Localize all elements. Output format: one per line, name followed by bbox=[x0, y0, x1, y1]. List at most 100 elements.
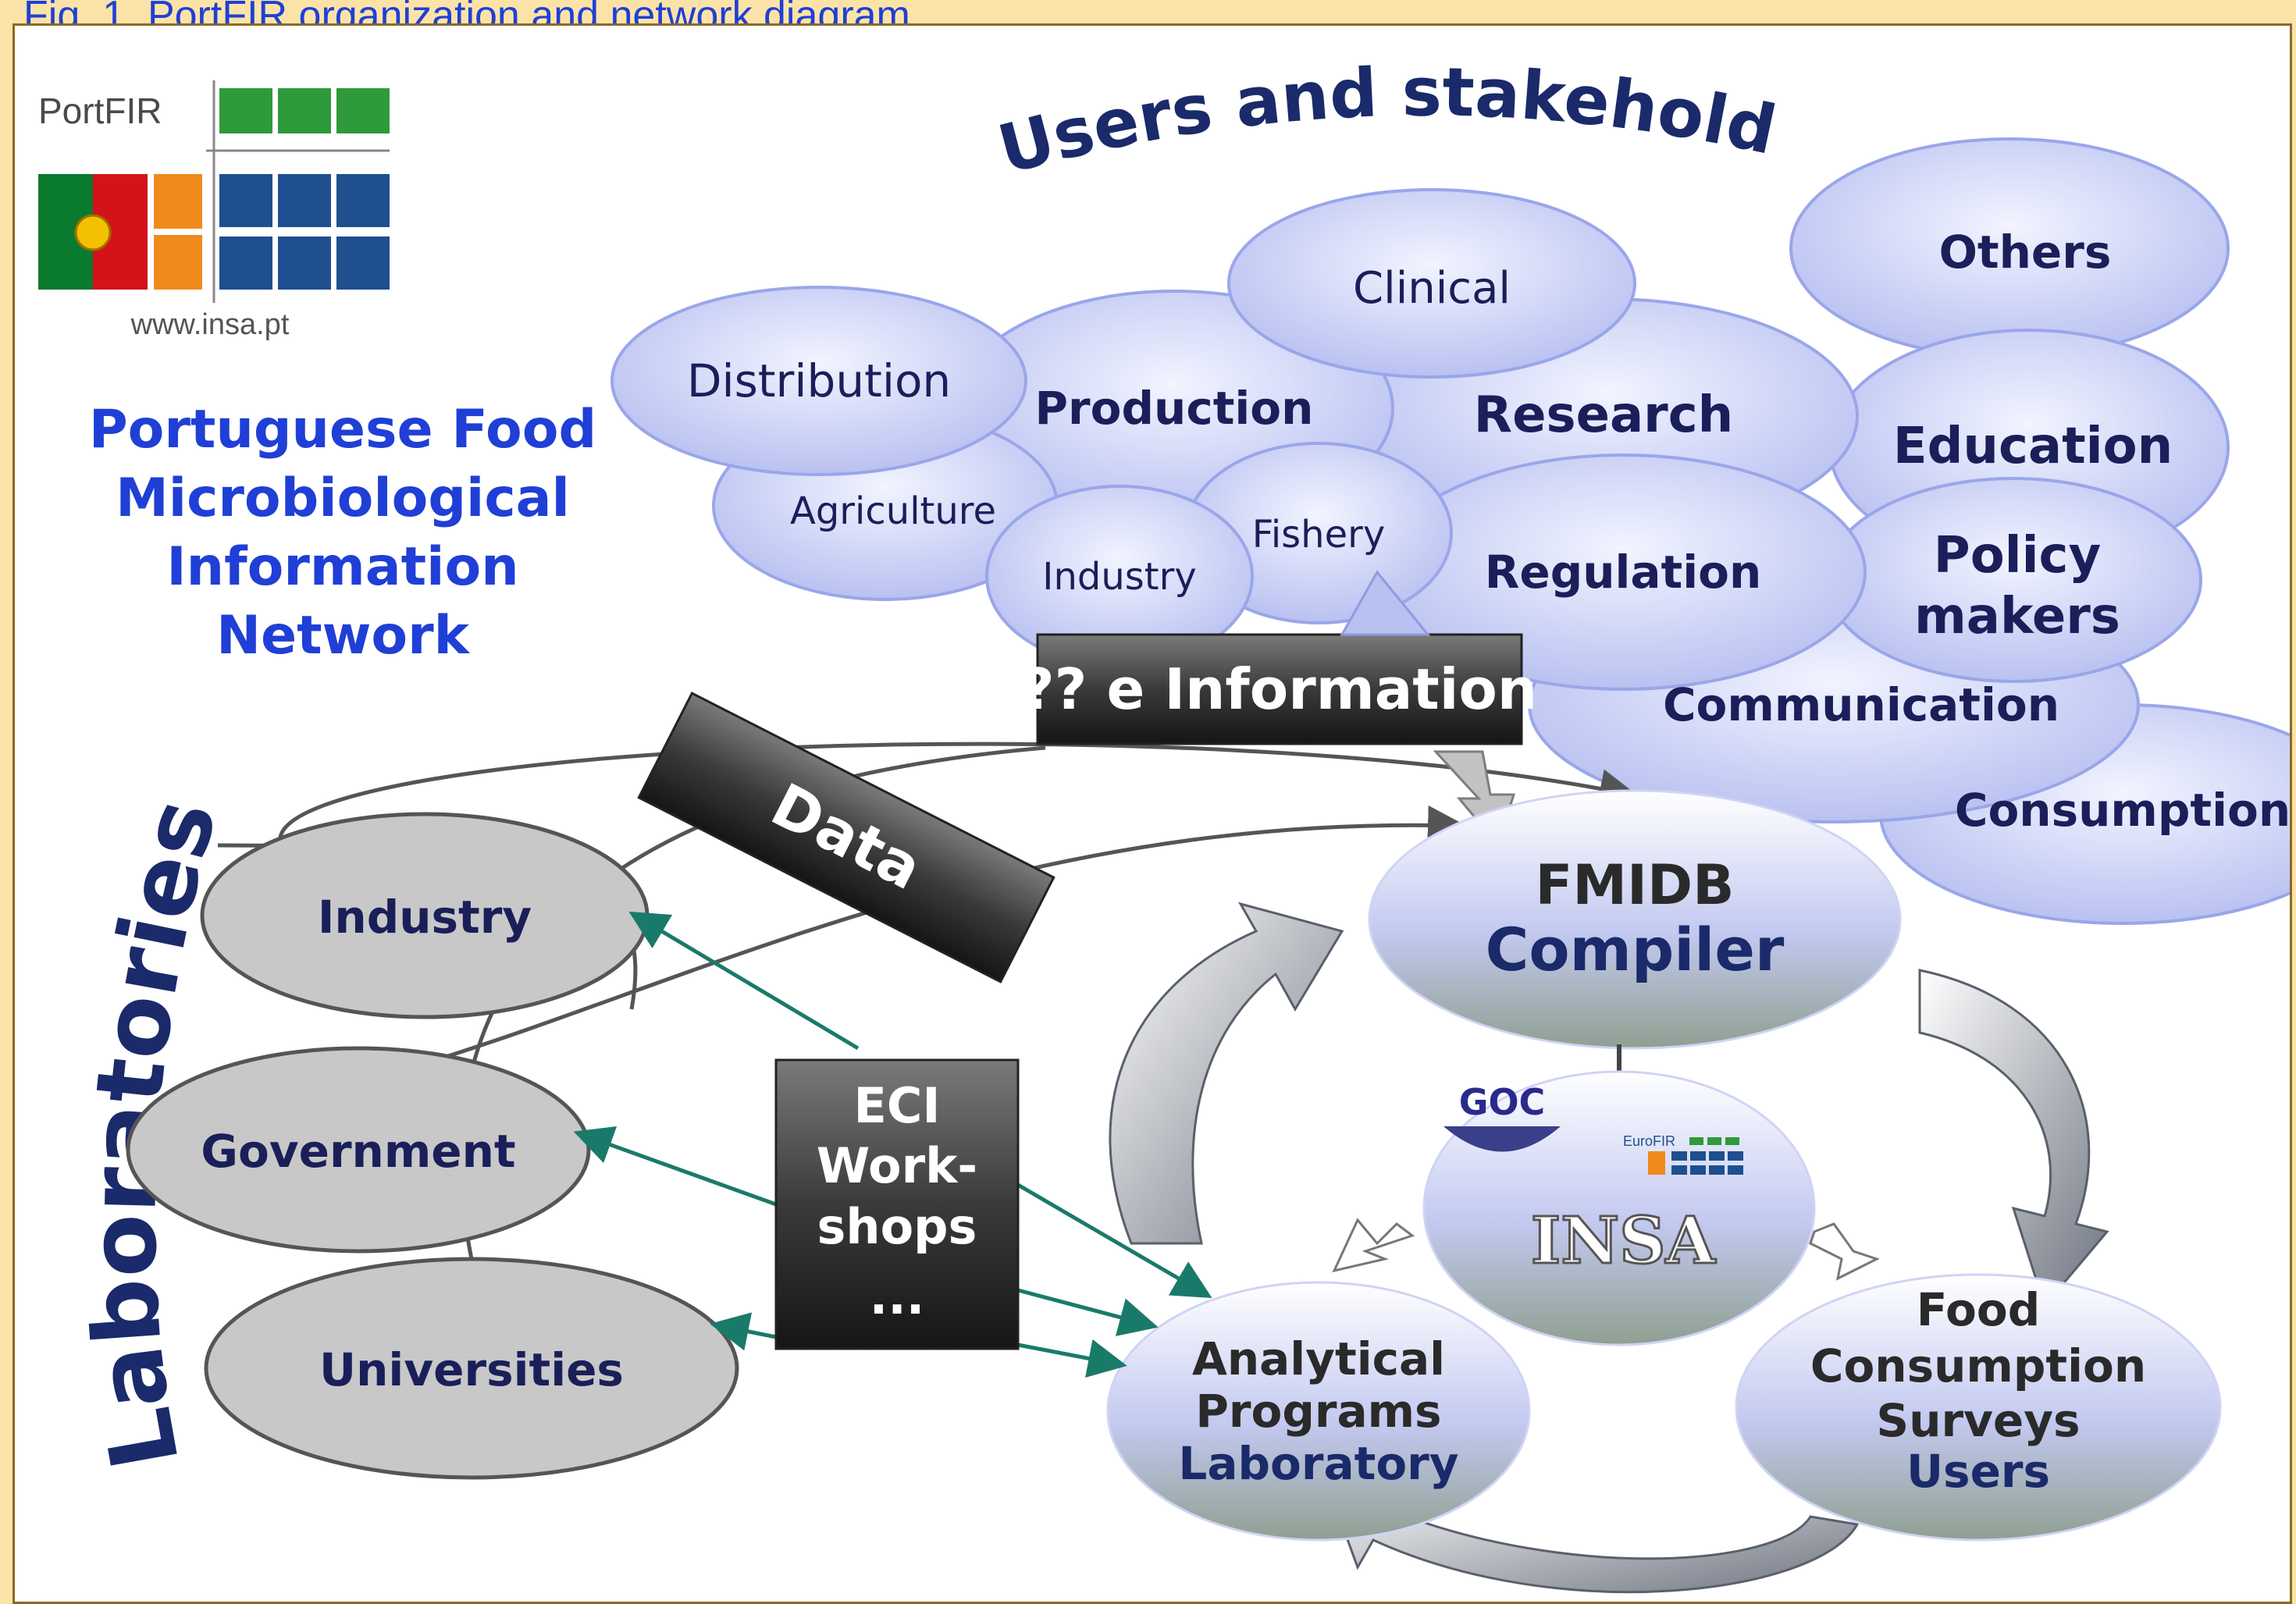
logo-green-block bbox=[278, 88, 331, 133]
arrow-insa-to-analytical bbox=[1332, 1218, 1415, 1273]
logo-url: www.insa.pt bbox=[130, 308, 290, 341]
network-title: Portuguese Food Microbiological Informat… bbox=[89, 399, 596, 667]
label-production: Production bbox=[1035, 382, 1314, 435]
analytical-ellipse bbox=[1106, 1281, 1531, 1542]
label-fishery: Fishery bbox=[1252, 513, 1386, 557]
logo-orange-block bbox=[154, 235, 202, 290]
eurofir-navy-block bbox=[1728, 1165, 1743, 1175]
label-regulation: Regulation bbox=[1485, 546, 1762, 599]
analytical-label-line: Programs bbox=[1195, 1385, 1441, 1438]
food-label-line: Consumption bbox=[1810, 1339, 2146, 1392]
information-box: ?? e Information bbox=[1022, 633, 1537, 745]
eci-box: ECI Work- shops ... bbox=[774, 1058, 1020, 1350]
portfir-logo: PortFIR www.insa.pt bbox=[38, 80, 390, 341]
logo-green-block bbox=[219, 88, 272, 133]
arrow-up-to-users bbox=[1340, 570, 1431, 636]
eci-to-lab-universities bbox=[710, 1312, 777, 1351]
analytical-label-line: Laboratory bbox=[1178, 1437, 1458, 1490]
eci-label-line: Work- bbox=[817, 1137, 977, 1194]
compiler-node: FMIDB Compiler bbox=[1368, 789, 1902, 1050]
logo-orange-block bbox=[154, 174, 202, 229]
cycle-arrow-left bbox=[1109, 902, 1344, 1245]
network-title-line: Microbiological bbox=[116, 468, 570, 529]
eurofir-orange-block bbox=[1648, 1151, 1665, 1175]
label-clinical: Clinical bbox=[1353, 263, 1511, 314]
insa-label: INSA bbox=[1531, 1204, 1717, 1279]
logo-navy-block bbox=[336, 174, 390, 227]
label-distribution: Distribution bbox=[687, 354, 951, 407]
network-title-line: Information bbox=[166, 536, 518, 598]
eurofir-navy-block bbox=[1690, 1151, 1706, 1161]
label-education: Education bbox=[1893, 418, 2173, 475]
label-others: Others bbox=[1939, 226, 2112, 279]
lab-label-government: Government bbox=[201, 1125, 515, 1178]
network-diagram: PortFIR www.insa.pt Portuguese Food Micr… bbox=[15, 26, 2291, 1594]
eci-label-line: ECI bbox=[854, 1077, 941, 1134]
lab-label-industry: Industry bbox=[318, 891, 532, 944]
eurofir-navy-block bbox=[1671, 1165, 1687, 1175]
laboratories-group: Industry Government Universities bbox=[126, 812, 739, 1480]
eci-box-shape bbox=[774, 1058, 1020, 1350]
users-labels: Others Clinical Distribution Production … bbox=[687, 226, 2291, 837]
food-label-line: Surveys bbox=[1876, 1394, 2080, 1447]
goc-label: GOC bbox=[1459, 1081, 1546, 1123]
logo-navy-block bbox=[219, 237, 272, 290]
eci-arrows bbox=[573, 911, 1212, 1378]
eurofir-navy-block bbox=[1671, 1151, 1687, 1161]
food-node: Food Consumption Surveys Users bbox=[1735, 1273, 2222, 1542]
eurofir-green-block bbox=[1689, 1137, 1703, 1145]
label-policy-makers-line: Policy bbox=[1934, 527, 2101, 585]
compiler-label-line: Compiler bbox=[1486, 915, 1785, 984]
label-communication: Communication bbox=[1663, 678, 2059, 731]
eurofir-logo bbox=[1648, 1137, 1743, 1175]
lab-ellipse-universities bbox=[204, 1257, 739, 1480]
network-title-line: Portuguese Food bbox=[89, 399, 596, 461]
goc-bowl bbox=[1443, 1126, 1561, 1152]
lab-label-universities: Universities bbox=[319, 1343, 624, 1396]
label-research: Research bbox=[1474, 386, 1733, 444]
eci-label-line: shops bbox=[817, 1198, 977, 1255]
compiler-ellipse bbox=[1368, 789, 1902, 1050]
analytical-label-line: Analytical bbox=[1192, 1332, 1445, 1385]
analytical-node: Analytical Programs Laboratory bbox=[1106, 1281, 1531, 1542]
eurofir-label: EuroFIR bbox=[1623, 1133, 1675, 1149]
eurofir-green-block bbox=[1707, 1137, 1721, 1145]
logo-navy-block bbox=[278, 237, 331, 290]
label-agriculture: Agriculture bbox=[790, 489, 996, 533]
food-ellipse bbox=[1735, 1273, 2222, 1542]
logo-navy-block bbox=[278, 174, 331, 227]
cycle-arrow-right bbox=[1918, 969, 2109, 1309]
eci-to-lab-industry bbox=[628, 911, 860, 1051]
information-box-shape bbox=[1036, 633, 1523, 745]
eurofir-navy-block bbox=[1709, 1151, 1725, 1161]
logo-flag-emblem bbox=[74, 214, 112, 251]
eurofir-navy-block bbox=[1728, 1151, 1743, 1161]
logo-navy-block bbox=[336, 237, 390, 290]
ellipse-distribution bbox=[610, 286, 1027, 476]
ellipse-clinical bbox=[1227, 188, 1636, 379]
eurofir-navy-block bbox=[1690, 1165, 1706, 1175]
food-label-line: Users bbox=[1906, 1445, 2050, 1498]
data-box: Data bbox=[637, 692, 1055, 983]
compiler-label-line: FMIDB bbox=[1536, 853, 1735, 917]
eci-label-line: ... bbox=[870, 1268, 925, 1325]
eci-to-analytical-mid bbox=[1017, 1288, 1159, 1336]
eci-to-analytical-low bbox=[1017, 1339, 1127, 1378]
network-title-line: Network bbox=[216, 605, 471, 667]
data-box-shape bbox=[637, 692, 1055, 983]
insa-output-arrows bbox=[1332, 1218, 1880, 1281]
diagram-panel: PortFIR www.insa.pt Portuguese Food Micr… bbox=[12, 23, 2292, 1604]
eci-to-analytical-top bbox=[1016, 1183, 1212, 1299]
eurofir-navy-block bbox=[1709, 1165, 1725, 1175]
arrow-insa-to-food bbox=[1809, 1222, 1880, 1281]
logo-green-block bbox=[336, 88, 390, 133]
eci-to-lab-government bbox=[573, 1126, 777, 1207]
users-cloud bbox=[610, 137, 2290, 925]
label-consumption: Consumption bbox=[1955, 784, 2291, 837]
information-box-label: ?? e Information bbox=[1022, 656, 1537, 722]
logo-name: PortFIR bbox=[38, 91, 162, 131]
food-label-line: Food bbox=[1917, 1283, 2040, 1336]
label-industry-user: Industry bbox=[1042, 555, 1196, 599]
eurofir-green-block bbox=[1725, 1137, 1739, 1145]
insa-node: GOC EuroFIR INSA bbox=[1422, 1070, 1816, 1346]
